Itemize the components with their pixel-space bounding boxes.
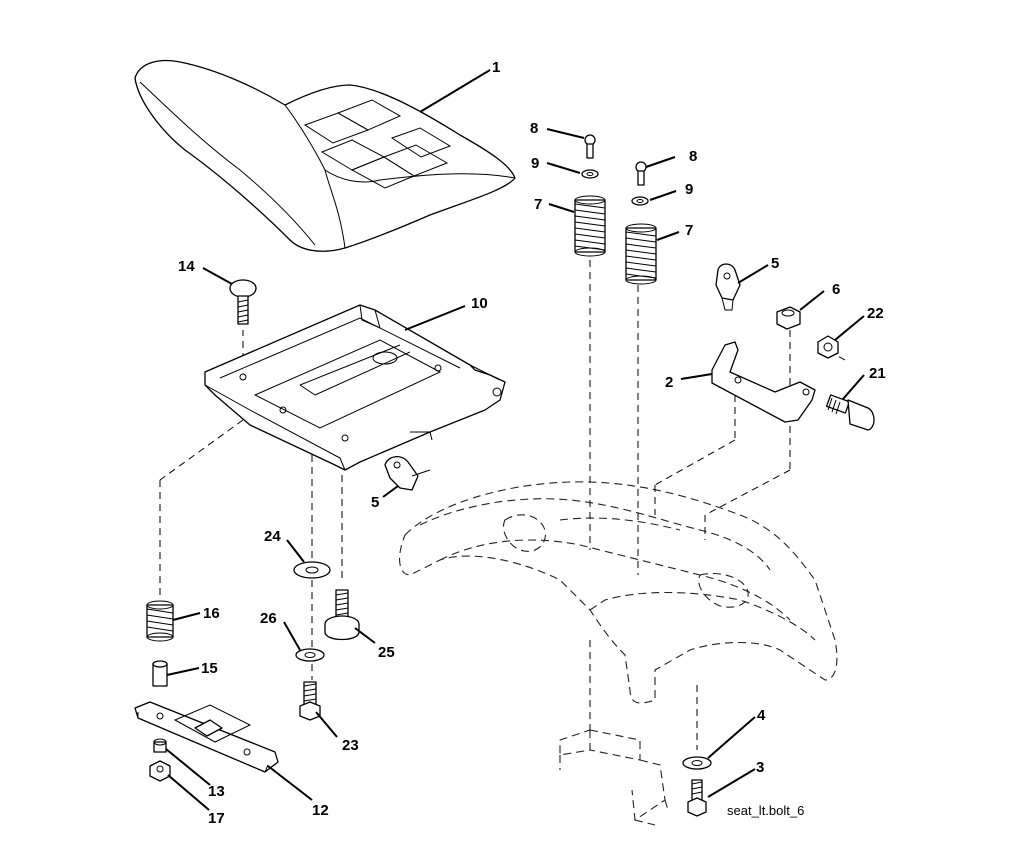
- assembly-lines: [159, 260, 846, 750]
- bolt-25: [324, 589, 360, 641]
- callout-12: 12: [312, 802, 329, 819]
- callout-5-lower: 5: [371, 494, 379, 511]
- latch-upper: [715, 263, 741, 311]
- spring-16: [146, 600, 174, 642]
- callout-4: 4: [757, 707, 766, 724]
- callout-14: 14: [178, 258, 195, 275]
- spring-left: [574, 134, 606, 257]
- shoulder-bolt-21: [825, 394, 875, 431]
- hex-bolt-23: [299, 681, 321, 721]
- callout-8-left: 8: [530, 120, 538, 137]
- nut-13: [153, 738, 167, 753]
- callout-23: 23: [342, 737, 359, 754]
- spring-right: [625, 161, 657, 285]
- lock-nut-22: [817, 335, 839, 359]
- seat: [134, 59, 516, 252]
- slide-plate: [134, 701, 279, 773]
- callout-24: 24: [264, 528, 281, 545]
- leader-lines: [165, 69, 865, 811]
- nut-17: [149, 760, 171, 782]
- callout-17: 17: [208, 810, 225, 827]
- diagram-filename: seat_lt.bolt_6: [727, 803, 804, 818]
- callout-10: 10: [471, 295, 488, 312]
- callout-6: 6: [832, 281, 840, 298]
- seat-pan: [204, 304, 506, 471]
- callout-5-upper: 5: [771, 255, 779, 272]
- washer-4: [682, 756, 712, 770]
- callout-9-right: 9: [685, 181, 693, 198]
- callout-9-left: 9: [531, 155, 539, 172]
- callout-25: 25: [378, 644, 395, 661]
- latch-lower: [384, 456, 431, 491]
- callout-15: 15: [201, 660, 218, 677]
- bolt-3: [687, 779, 707, 817]
- callout-7-left: 7: [534, 196, 542, 213]
- spacer-15: [152, 660, 168, 687]
- callout-26: 26: [260, 610, 277, 627]
- tractor-frame: [399, 481, 838, 826]
- callout-numbers: 1 2 3 4 5 5 6 7 7 8 8 9 9 10 12 13 14 15…: [178, 59, 886, 827]
- callout-7-right: 7: [685, 222, 693, 239]
- callout-1: 1: [492, 59, 500, 76]
- nut-6: [776, 306, 801, 330]
- carriage-bolt: [229, 279, 257, 325]
- washer-24: [293, 561, 331, 579]
- callout-13: 13: [208, 783, 225, 800]
- callout-16: 16: [203, 605, 220, 622]
- callout-21: 21: [869, 365, 886, 382]
- callout-3: 3: [756, 759, 764, 776]
- washer-26: [295, 648, 325, 662]
- seat-bracket: [711, 341, 816, 423]
- callout-22: 22: [867, 305, 884, 322]
- callout-8-right: 8: [689, 148, 697, 165]
- callout-2: 2: [665, 374, 673, 391]
